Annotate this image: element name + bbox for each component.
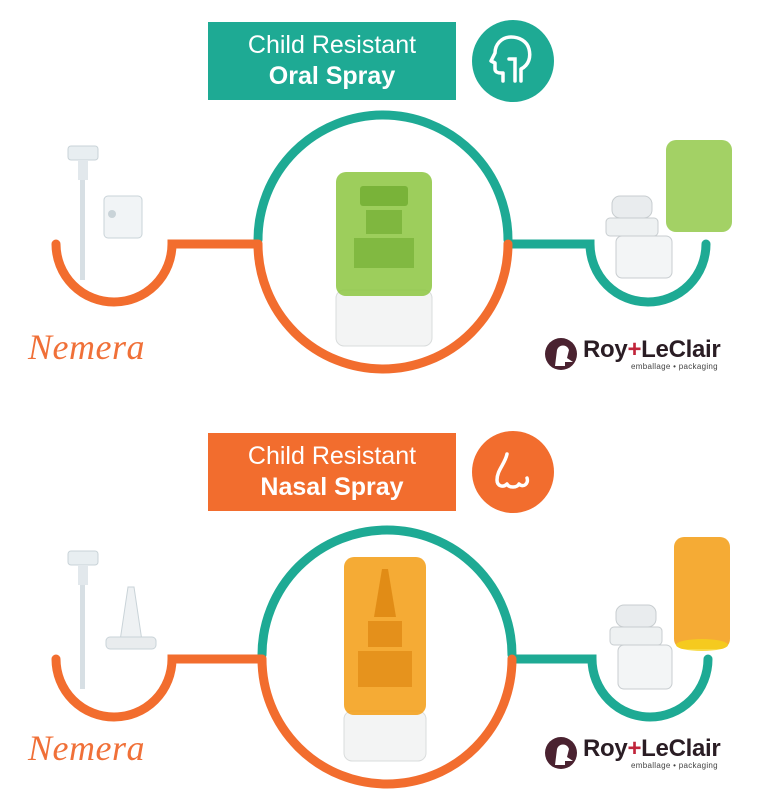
oral-title-box: Child Resistant Oral Spray — [208, 22, 456, 100]
pump-component — [67, 145, 99, 280]
teal-connector — [507, 654, 713, 722]
insert-component — [609, 604, 673, 690]
oral-icon-circle — [472, 20, 554, 102]
roy-leclair-emblem-icon — [545, 737, 577, 769]
orange-arc — [257, 654, 517, 789]
leclair-text: LeClair — [641, 335, 721, 363]
roy-leclair-emblem-icon — [545, 338, 577, 370]
amber-cap-component — [674, 537, 730, 651]
orange-arc — [253, 239, 513, 374]
nasal-spray-panel: Child Resistant Nasal Spray Nemera Roy+L… — [0, 401, 768, 802]
head-throat-icon — [489, 35, 532, 83]
teal-arc — [257, 525, 517, 660]
nasal-icon-circle — [472, 431, 554, 513]
oral-title-line1: Child Resistant — [247, 31, 417, 59]
oral-spray-illustration — [51, 110, 732, 374]
leclair-text: LeClair — [641, 734, 721, 762]
insert-component — [605, 195, 673, 279]
amber-nasal-spray — [343, 557, 427, 762]
nasal-title-box: Child Resistant Nasal Spray — [208, 433, 456, 511]
nasal-applicator-component — [105, 586, 157, 650]
nasal-spray-illustration — [51, 525, 730, 789]
roy-leclair-logo: Roy+LeClair emballage • packaging — [543, 335, 721, 372]
teal-arc — [253, 110, 513, 245]
pump-component — [67, 550, 99, 689]
roy-leclair-tagline: emballage • packaging — [631, 760, 718, 770]
green-cap-component — [666, 140, 732, 232]
orange-connector — [51, 654, 267, 722]
nemera-logo: Nemera — [28, 728, 145, 768]
plus-text: + — [627, 335, 642, 363]
roy-leclair-tagline: emballage • packaging — [631, 361, 718, 371]
nose-icon — [495, 452, 530, 489]
orange-connector — [51, 239, 263, 307]
oral-title-line2: Oral Spray — [268, 62, 396, 90]
nasal-title-line2: Nasal Spray — [260, 473, 404, 501]
cap-component — [103, 195, 143, 239]
plus-text: + — [627, 734, 642, 762]
teal-connector — [503, 239, 711, 307]
nasal-title-line1: Child Resistant — [247, 442, 417, 470]
roy-text: Roy — [583, 335, 628, 363]
roy-leclair-logo: Roy+LeClair emballage • packaging — [543, 734, 721, 771]
roy-text: Roy — [583, 734, 628, 762]
green-oral-spray — [335, 172, 433, 347]
nemera-logo: Nemera — [28, 327, 145, 367]
oral-spray-panel: Child Resistant Oral Spray Nemera Roy+Le… — [28, 20, 732, 374]
